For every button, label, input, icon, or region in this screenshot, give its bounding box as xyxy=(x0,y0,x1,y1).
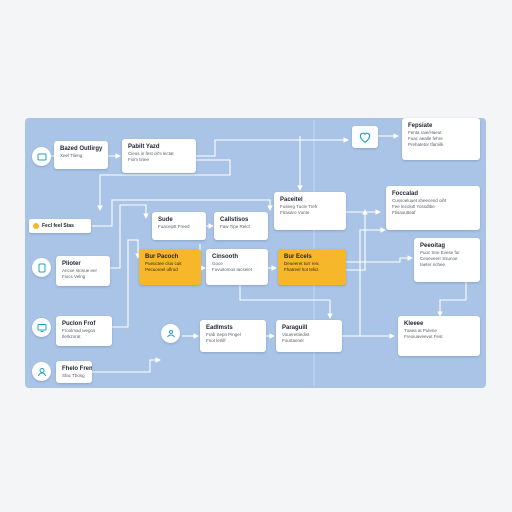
node-n18[interactable]: Kleeee Tuaea at Pulene Freoiuaveevut Fes… xyxy=(398,316,480,356)
node-title: Paceitel xyxy=(280,197,303,203)
dot-icon xyxy=(33,223,39,229)
hands-icon xyxy=(161,324,180,343)
node-title: Plioter xyxy=(62,261,81,267)
tablet-icon xyxy=(32,258,51,277)
node-subtitle: Goce xyxy=(212,261,223,266)
node-title: Puclon Frof xyxy=(62,321,96,327)
node-n17[interactable]: Peeoitag Puoc Sne Evese fur Ceoeveerr Ss… xyxy=(414,238,480,282)
node-n12[interactable]: Bur Ecels Deueeret turr reic Fhatreel ho… xyxy=(278,249,346,285)
node-n5[interactable]: Puclon Frof Froolmad wegos Ilerkzorat xyxy=(56,316,112,346)
node-n3[interactable]: Fecl feel Stas xyxy=(29,219,91,233)
node-n6[interactable]: Fhelo Frens Sfac Tbosg xyxy=(56,361,92,383)
node-title: Eadlmsts xyxy=(206,325,233,331)
node-title: Fepsiate xyxy=(408,123,433,129)
node-title: Peeoitag xyxy=(420,243,446,249)
node-subtitle: Sfac Tbosg xyxy=(62,373,85,378)
node-title: Fhelo Frens xyxy=(62,366,92,372)
node-subtitle: Fee tecolotl Yossdtbe xyxy=(392,204,435,209)
node-subtitle: Fenta raie/Haeut xyxy=(408,130,442,135)
node-n1[interactable]: Bazed Outlirgy Xeel Tlieng xyxy=(54,141,108,169)
node-subtitle: Fhatreel hot telict xyxy=(284,267,319,272)
node-n9[interactable]: Callstisos Faw Tipe Relct xyxy=(214,212,268,240)
node-title: Bur Ecels xyxy=(284,254,312,260)
node-n15[interactable]: Fepsiate Fenta raie/Haeut Fuac aealle fe… xyxy=(402,118,480,160)
node-n7[interactable]: Sude Fuaceiptt Freed xyxy=(152,212,206,240)
node-title: Sude xyxy=(158,217,173,223)
node-title: Bur Pacoch xyxy=(145,254,179,260)
node-subtitle: Pecuoreel uflrod xyxy=(145,267,178,272)
node-subtitle: Fuaceiptt Freed xyxy=(158,224,190,229)
node-subtitle: Fuvuitomos tacseiet xyxy=(212,267,253,272)
node-n8[interactable]: Bur Pacoch Pueuctee clus cuit Pecuoreel … xyxy=(139,249,201,285)
node-subtitle: Froolmad wegos xyxy=(62,328,96,333)
node-subtitle: Fiom tiriee xyxy=(128,157,150,162)
node-n13[interactable]: Eadlmsts Frab Sepn Pingel Fnot lerlilf xyxy=(200,320,266,352)
node-title: Bazed Outlirgy xyxy=(60,146,103,152)
node-subtitle: Deueeret turr reic xyxy=(284,261,320,266)
node-subtitle: Cieus in fest oil's lectat xyxy=(128,151,174,156)
node-n2[interactable]: Pabilt Yazd Cieus in fest oil's lectat F… xyxy=(122,139,196,173)
node-title: Foccalad xyxy=(392,191,419,197)
node-subtitle: Fuac aealle fehre xyxy=(408,136,443,141)
node-title: Kleeee xyxy=(404,321,424,327)
node-n16[interactable]: Foccalad Cussoeluuet sheecend oiht Fee t… xyxy=(386,186,480,230)
person-icon xyxy=(32,362,51,381)
node-subtitle: Pueuctee clus cuit xyxy=(145,261,182,266)
node-n11[interactable]: Paceitel Fuslerg Tucle Trefr Flrasaro Vu… xyxy=(274,192,346,230)
node-subtitle: Freoiuaveevut Fest xyxy=(404,334,443,339)
node-subtitle: Frab Sepn Pingel xyxy=(206,332,241,337)
node-subtitle: Faw Tipe Relct xyxy=(220,224,250,229)
node-title: Pabilt Yazd xyxy=(128,144,160,150)
node-title: Callstisos xyxy=(220,217,249,223)
node-title: Fecl feel Stas xyxy=(42,223,74,229)
node-subtitle: Tuaea at Pulene xyxy=(404,328,437,333)
node-subtitle: Fourtaenel xyxy=(282,338,304,343)
node-subtitle: Prehatetor tfamilk xyxy=(408,142,444,147)
node-subtitle: Puoc Sne Evese fur xyxy=(420,250,460,255)
node-title: Paraguill xyxy=(282,325,308,331)
node-n4[interactable]: Plioter Ancxe stonue eer Fiocs Velng xyxy=(56,256,110,286)
node-subtitle: Ilerkzorat xyxy=(62,334,81,339)
node-subtitle: Ceoeveerr Ssunoe xyxy=(420,256,458,261)
node-subtitle: Flrasaro Vunte xyxy=(280,210,310,215)
node-subtitle: Fiocs Velng xyxy=(62,274,86,279)
node-n14[interactable]: Paraguill Vouerettiedist Fourtaenel xyxy=(276,320,342,352)
card-icon xyxy=(32,147,51,166)
node-subtitle: Vouerettiedist xyxy=(282,332,310,337)
node-n10[interactable]: Cinsooth Goce Fuvuitomos tacseiet xyxy=(206,249,268,285)
node-subtitle: Fnot lerlilf xyxy=(206,338,226,343)
node-subtitle: Fuslerg Tucle Trefr xyxy=(280,204,318,209)
heart-icon[interactable] xyxy=(352,126,378,148)
node-subtitle: Cussoeluuet sheecend oiht xyxy=(392,198,447,203)
monitor-icon xyxy=(32,318,51,337)
node-subtitle: Xeel Tlieng xyxy=(60,153,83,158)
node-subtitle: Ftisaoutteaf xyxy=(392,210,416,215)
node-subtitle: Iaeter nchee xyxy=(420,262,446,267)
node-title: Cinsooth xyxy=(212,254,238,260)
node-subtitle: Ancxe stonue eer xyxy=(62,268,98,273)
